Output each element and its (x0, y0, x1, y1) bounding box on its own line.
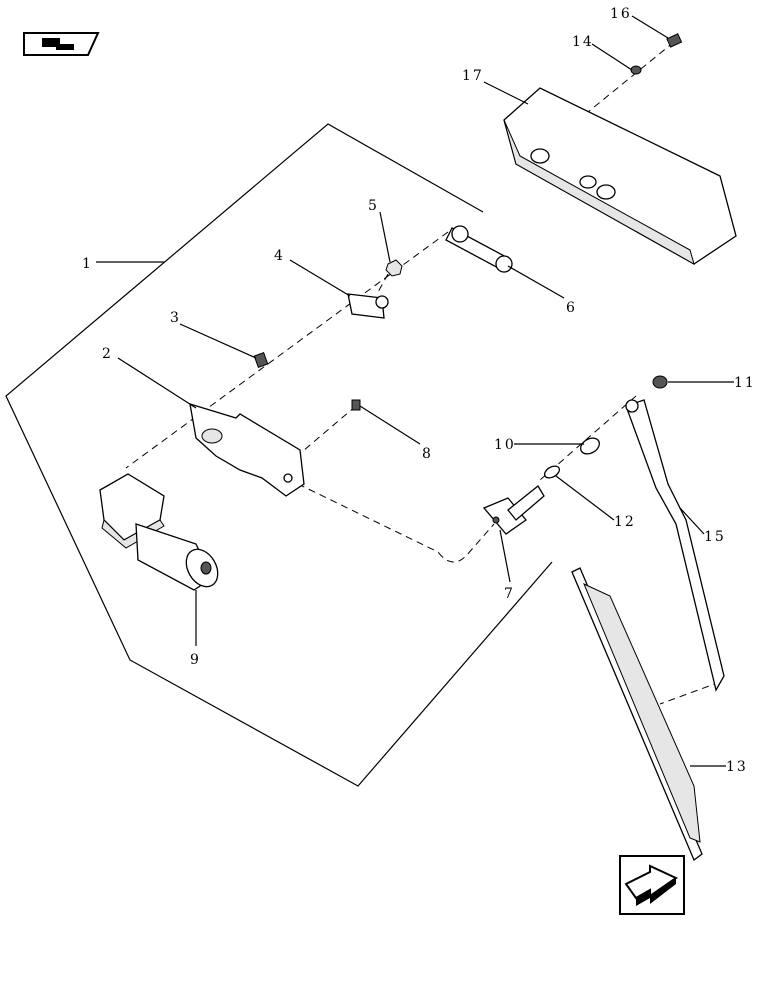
crank-part (347, 293, 389, 319)
washer-part-12 (543, 465, 561, 479)
nut-part-11 (652, 375, 668, 389)
wiper-motor-part (99, 473, 219, 591)
next-page-icon[interactable] (619, 855, 685, 915)
callout-8: 8 (422, 446, 433, 462)
callout-3: 3 (170, 310, 181, 326)
callout-9: 9 (190, 652, 201, 668)
callout-10: 10 (494, 437, 516, 453)
callout-14: 14 (572, 34, 594, 50)
callout-11: 11 (734, 375, 756, 391)
page-back-icon[interactable] (23, 32, 100, 56)
washer-part-14 (630, 65, 642, 75)
spindle-part (482, 485, 545, 535)
assembly-outline (5, 123, 553, 787)
callout-labels: 1 2 3 4 5 6 7 8 9 10 11 12 13 14 15 16 1… (82, 6, 756, 775)
callout-5: 5 (368, 198, 379, 214)
screw-part-16 (666, 33, 683, 48)
link-rod-part (445, 225, 513, 273)
callout-6: 6 (566, 300, 577, 316)
seal-part-10 (580, 437, 600, 455)
callout-15: 15 (704, 529, 726, 545)
callout-7: 7 (504, 586, 515, 602)
callout-12: 12 (614, 514, 636, 530)
callout-2: 2 (102, 346, 113, 362)
screw-part-8 (351, 399, 361, 411)
cover-part (503, 87, 737, 266)
callout-17: 17 (462, 68, 484, 84)
bolt-part-3 (253, 352, 269, 368)
bracket-part (189, 403, 305, 497)
callout-16: 16 (610, 6, 632, 22)
leader-lines (96, 15, 734, 767)
callout-1: 1 (82, 256, 93, 272)
callout-13: 13 (726, 759, 748, 775)
callout-4: 4 (274, 248, 285, 264)
nut-part-5 (385, 259, 403, 277)
wiper-arm-part (625, 399, 725, 692)
wiper-blade-part (571, 567, 703, 862)
